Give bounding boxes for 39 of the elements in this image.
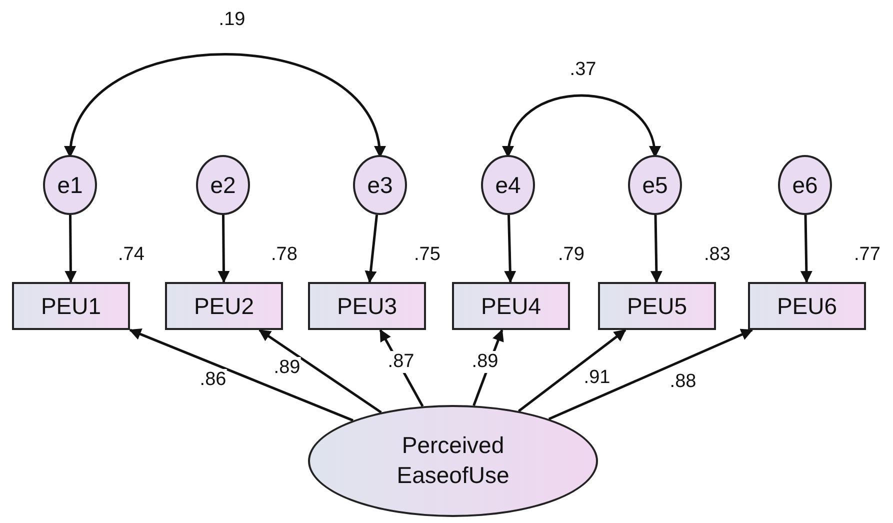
arrow [129,328,354,422]
node-label: PEU3 [336,292,398,320]
arrow [800,214,812,283]
squared-multiple-correlation: .79 [558,244,584,266]
indicator-box [598,282,716,330]
arrow [218,215,230,283]
indicator-box [165,282,283,330]
node-label: e3 [367,172,393,198]
edge-label: .87 [386,351,416,373]
indicator-box [308,282,426,330]
arrow [258,328,382,414]
node-label: e2 [210,172,236,198]
squared-multiple-correlation: .75 [414,244,440,266]
covariance-arrow [504,94,660,158]
squared-multiple-correlation: .78 [271,244,298,266]
node-label: e5 [642,172,668,198]
node-label: PEU4 [480,292,542,320]
node-label: PEU1 [40,292,102,320]
arrow [504,214,516,283]
edge-label: .89 [470,351,500,373]
node-label: PEU2 [194,292,254,320]
arrow [650,214,662,283]
indicator-box [452,282,570,330]
covariance-arrow [66,53,384,158]
indicator-box [748,282,866,330]
node-label: Perceived EaseofUse [396,431,510,490]
arrow [64,215,77,283]
arrow [364,214,378,283]
node-label: e6 [792,172,818,198]
node-label: PEU6 [776,292,838,320]
node-label: e1 [57,172,83,198]
arrow [548,328,754,420]
indicator-box [12,282,130,330]
squared-multiple-correlation: .77 [854,244,880,266]
arrow [518,329,626,412]
squared-multiple-correlation: .83 [704,244,730,266]
node-label: e4 [495,172,521,198]
node-label: PEU5 [626,292,688,320]
squared-multiple-correlation: .74 [118,244,144,266]
